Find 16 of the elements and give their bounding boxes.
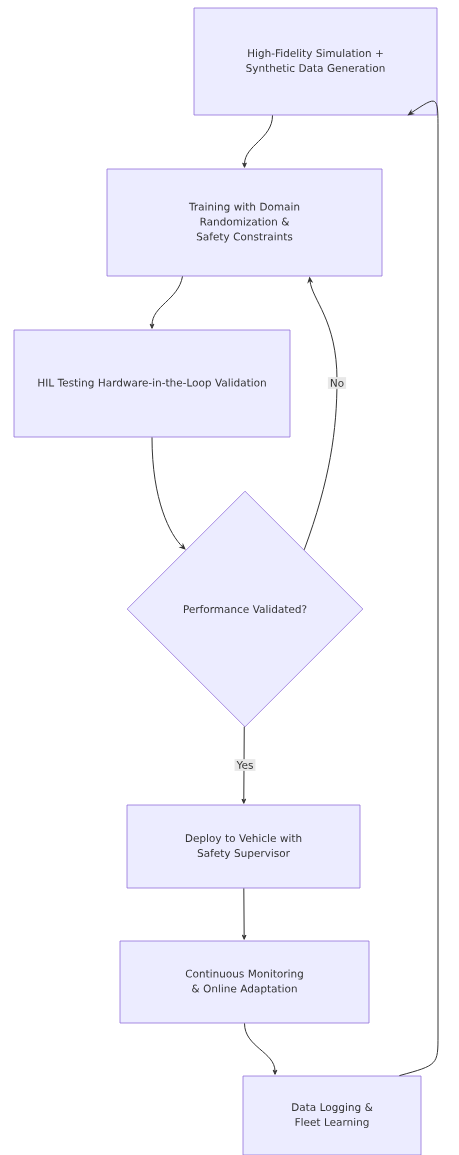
process-box: High-Fidelity Simulation + Synthetic Data Generation [193,7,438,116]
arrow [149,275,183,329]
process-box: HIL Testing Hardware-in-the-Loop Validation [13,329,291,438]
process-box: Deploy to Vehicle with Safety Supervisor [126,804,361,889]
edge-label: Yes [234,759,256,771]
arrow [244,1022,278,1075]
process-box: Continuous Monitoring & Online Adaptation [119,940,370,1024]
arrow [303,277,338,551]
arrow [242,114,273,168]
arrow [241,726,247,804]
edge-label: No [327,377,347,389]
arrow [241,887,247,940]
process-box: Data Logging & Fleet Learning [242,1075,422,1155]
process-box: Training with Domain Randomization & Safety Constraints [106,168,383,277]
arrow [151,436,186,550]
arrow [398,100,439,1077]
